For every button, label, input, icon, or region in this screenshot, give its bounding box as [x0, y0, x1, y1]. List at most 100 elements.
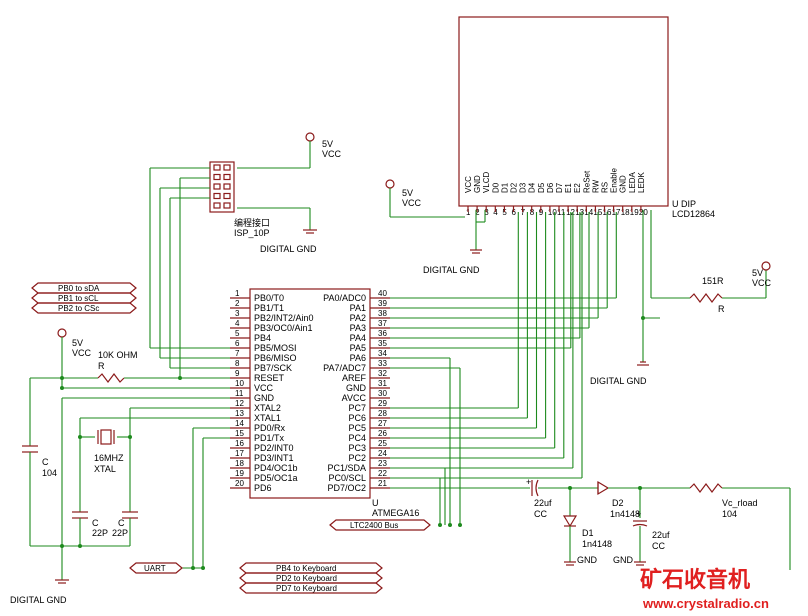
xtal-symbol — [100, 429, 112, 445]
net-pb2 — [31, 302, 137, 314]
mcu-right-pin-name: PC2 — [348, 453, 366, 463]
mcu-right-pin-name: PA0/ADC0 — [323, 293, 366, 303]
mcu-left-pin-name: PD3/INT1 — [254, 453, 294, 463]
right-vcc-label: VCC — [752, 278, 772, 288]
net-labels-left: PB0 to sDA PB1 to sCL PB2 to CSc — [31, 282, 137, 314]
d2-ref: D2 — [612, 498, 624, 508]
mcu-right-pin-number: 36 — [378, 329, 387, 338]
mcu-outline — [249, 288, 371, 499]
mcu-right-pin-name: PC0/SCL — [328, 473, 366, 483]
mcu-left-pin-name: XTAL1 — [254, 413, 281, 423]
mcu-right-pin-number: 25 — [378, 439, 387, 448]
left-vcc-5v: 5V — [72, 338, 83, 348]
mcu-ref: U — [372, 498, 379, 508]
r-reset-resistor — [97, 373, 125, 383]
lcd-pin-name: ReSet — [582, 170, 591, 193]
mcu-left-pin-number: 4 — [235, 319, 240, 328]
right-vcc-5v: 5V — [752, 268, 763, 278]
lcd-pin-number: 7 — [521, 208, 526, 217]
r-reset-ref: R — [98, 361, 105, 371]
d2-part: 1n4148 — [610, 509, 640, 519]
mcu-left-pin-name: PB3/OC0/Ain1 — [254, 323, 313, 333]
mcu-left-pin-number: 9 — [235, 369, 240, 378]
c1-ref: C — [92, 518, 99, 528]
net-pd7 — [239, 582, 383, 594]
lcd-pin-name: Enable — [610, 168, 619, 193]
mcu-left-pin-name: PB2/INT2/Ain0 — [254, 313, 314, 323]
net-pb4-label: PB4 to Keyboard — [276, 564, 336, 573]
xtal-value: 16MHZ — [94, 453, 124, 463]
mcu-right-pin-number: 34 — [378, 349, 387, 358]
isp-pin — [213, 192, 221, 200]
d2-diode — [597, 480, 610, 496]
mcu-left-pin-name: PB0/T0 — [254, 293, 284, 303]
lcd-pin-name: RW — [591, 179, 600, 193]
backlight-circuit: DIGITAL GND 151R R 5V VCC — [590, 210, 772, 386]
lcd-pin-number: 1 — [466, 208, 471, 217]
net-uart — [129, 562, 183, 574]
mcu-left-pin-name: GND — [254, 393, 275, 403]
d1-ref: D1 — [582, 528, 594, 538]
mcu-left-pin-number: 13 — [235, 409, 244, 418]
mcu-right-pin-name: PA2 — [350, 313, 366, 323]
isp-mcu-wiring — [150, 347, 230, 380]
mcu-right-pin-name: PC3 — [348, 443, 366, 453]
xtal-ref: XTAL — [94, 464, 116, 474]
mcu-left-pin-name: XTAL2 — [254, 403, 281, 413]
right-vcc-symbol — [761, 261, 771, 271]
lcd-vcc-symbol — [385, 179, 395, 189]
d1-diode — [562, 515, 578, 528]
c-pump1-ref: CC — [534, 509, 547, 519]
mcu-right-pin-number: 26 — [378, 429, 387, 438]
isp-pin — [213, 164, 221, 171]
mcu-left-pin-number: 16 — [235, 439, 244, 448]
lcd-vcc-5v: 5V — [402, 188, 413, 198]
mcu-left-pin-name: PD0/Rx — [254, 423, 286, 433]
lcd-pin-number: 3 — [484, 208, 489, 217]
lcd-power-wiring: 5V VCC DIGITAL GND — [385, 179, 486, 275]
isp-pin — [223, 192, 231, 200]
charge-pump: + 22uf CC D2 1n4148 D1 1n4148 GND + 22uf… — [390, 477, 791, 570]
mcu-right-pin-name: PD7/OC2 — [327, 483, 366, 493]
lcd-vcc-label: VCC — [402, 198, 422, 208]
mcu-right-pin-name: PA3 — [350, 323, 366, 333]
lcd-module: VCC1GND2VLCD3D04D15D26D37D48D59D610D711E… — [458, 16, 715, 219]
crystal-circuit: 16MHZ XTAL C 22P C 22P — [72, 407, 230, 548]
c1-value: 22P — [92, 528, 108, 538]
isp-pin — [223, 183, 231, 190]
lcd-pin-name: VCC — [464, 176, 473, 193]
c2-ref: C — [118, 518, 125, 528]
mcu-right-pin-number: 21 — [378, 479, 387, 488]
mcu-left-pin-name: PB4 — [254, 333, 271, 343]
left-vcc-symbol — [57, 328, 67, 338]
lcd-pin-number: 20 — [639, 208, 648, 217]
r-led-ref: R — [718, 304, 725, 314]
mcu-left-pin-number: 14 — [235, 419, 244, 428]
lcd-pin-name: GND — [473, 175, 482, 193]
lcd-pin-name: LEDA — [628, 171, 637, 193]
left-gnd-label: DIGITAL GND — [10, 595, 67, 605]
lcd-pin-number: 11 — [557, 208, 566, 217]
isp-label-cn: 编程接口 — [234, 217, 270, 228]
mcu-left-pin-number: 5 — [235, 329, 240, 338]
isp-gnd-label: DIGITAL GND — [260, 244, 317, 254]
d1-part: 1n4148 — [582, 539, 612, 549]
d1-gnd-label: GND — [577, 555, 598, 565]
watermark-title: 矿石收音机 — [640, 567, 750, 592]
lcd-pin-name: E1 — [564, 183, 573, 193]
mcu-right-pin-number: 33 — [378, 359, 387, 368]
mcu-right-pin-name: GND — [346, 383, 367, 393]
mcu-right-pin-name: PC1/SDA — [327, 463, 366, 473]
lcd-pin-name: D5 — [537, 182, 546, 193]
isp-pin — [213, 173, 221, 181]
mcu-left-pin-name: VCC — [254, 383, 274, 393]
lcd-pin-name: LEDK — [637, 171, 646, 193]
vc-rload-resistor — [689, 483, 723, 493]
net-pb0-label: PB0 to sDA — [58, 284, 100, 293]
lcd-part: LCD12864 — [672, 209, 715, 219]
net-uart-label: UART — [144, 564, 166, 573]
mcu-right-pin-name: PA4 — [350, 333, 366, 343]
mcu-right-pin-name: PA5 — [350, 343, 366, 353]
mcu-right-pin-number: 27 — [378, 419, 387, 428]
mcu-left-pin-name: PB6/MISO — [254, 353, 297, 363]
